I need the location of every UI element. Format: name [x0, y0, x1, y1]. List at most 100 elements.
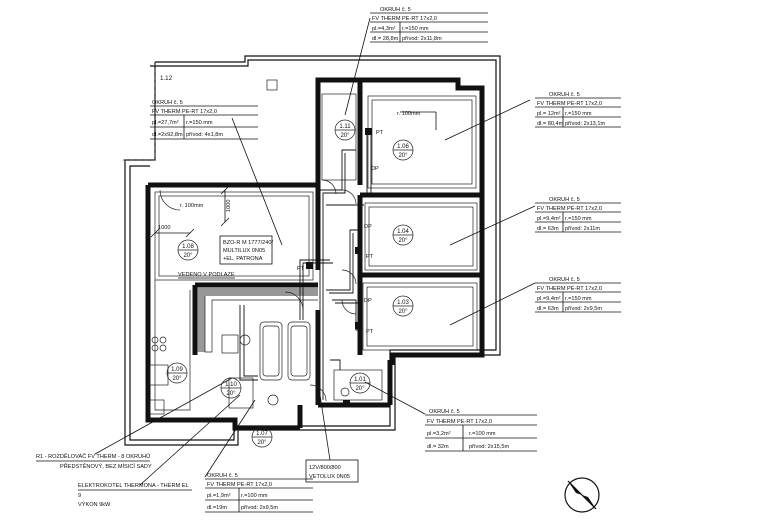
circuit-area: pl.=4,3m²: [372, 26, 396, 32]
circuit-pipe-spec: FV THERM PE-RT 17x2,0: [537, 206, 602, 212]
circuit-pipe-spec: FV THERM PE-RT 17x2,0: [537, 286, 602, 292]
room-badge-1-11: 1.11 20°: [334, 119, 356, 141]
room-temp: 20°: [172, 376, 182, 382]
room-badge-1-10: 1.10 20°: [220, 377, 242, 399]
circuit-area: pl.=3,2m²: [427, 431, 451, 437]
floor-routing-note: VEDENO V PODLAZE: [178, 272, 235, 278]
distributor-markers: [306, 128, 372, 407]
room-number: 1.04: [397, 229, 409, 235]
ventilation-spec-line-1: 12V/800/800: [309, 465, 341, 471]
circuit-title: OKRUH č. 5: [549, 277, 580, 283]
legend-boiler-line-2: 9: [78, 493, 81, 499]
legend-boiler: ELEKTROKOTEL THERMONA - THERM EL 9 VÝKON…: [78, 483, 192, 508]
circuit-pipe-spec: FV THERM PE-RT 17x2,0: [427, 419, 492, 425]
legend-distributor-line-2: PŘEDSTĚNOVÝ, BEZ MÍSICÍ SADY: [60, 462, 152, 470]
dp-marker-3: DP: [364, 298, 372, 304]
circuit-length: dl.= 63m: [537, 306, 559, 312]
boiler-tank-box: BZO-R M 1777/240/ MULTILUX 0N05 +EL. PAT…: [219, 235, 274, 265]
circuit-pipe-spec: FV THERM PE-RT 17x2,0: [372, 16, 437, 22]
ventilation-box: 12V/800/800 VETOLUX 0N05: [305, 459, 359, 483]
room-number: 1.03: [397, 300, 409, 306]
room-temp: 20°: [398, 238, 408, 244]
circuit-area: pl.=9,4m²: [537, 296, 561, 302]
circuit-pipe-spec: FV THERM PE-RT 17x2,0: [152, 109, 217, 115]
circuit-title: OKRUH č. 5: [207, 473, 238, 479]
circuit-box-3: OKRUH č. 5 FV THERM PE-RT 17x2,0 pl.= 12…: [535, 92, 621, 128]
circuit-box-7: OKRUH č. 5 FV THERM PE-RT 17x2,0 pl.=1,9…: [205, 473, 313, 513]
room-number: 1.11: [339, 124, 351, 130]
ventilation-spec-line-2: VETOLUX 0N05: [309, 474, 350, 480]
legend-boiler-line-1: ELEKTROKOTEL THERMONA - THERM EL: [78, 483, 189, 489]
circuit-area: pl.=1,9m²: [207, 493, 231, 499]
legend-boiler-line-3: VÝKON 9kW: [78, 501, 111, 508]
radius-label-top: r. 100mm: [397, 111, 421, 117]
room-badge-1-08: 1.08 20°: [177, 239, 199, 261]
room-number: 1.09: [171, 367, 183, 373]
room-badge-1-04: 1.04 20°: [392, 224, 414, 246]
tank-spec-line-3: +EL. PATRONA: [223, 256, 263, 262]
circuit-spacing: r.=150 mm: [565, 296, 592, 302]
circuit-length: dl.= 63m: [537, 226, 559, 232]
dimension-1000-horizontal: 1000: [158, 225, 170, 231]
circuit-box-1: OKRUH č. 5 FV THERM PE-RT 17x2,0 pl.=4,3…: [370, 7, 488, 43]
circuit-length: dl.= 32m: [427, 444, 449, 450]
radius-label-left: r. 100mm: [180, 203, 204, 209]
heating-loops: [154, 93, 478, 411]
room-number: 1.10: [225, 382, 237, 388]
dp-marker-2: DP: [364, 224, 372, 230]
room-number: 1.07: [256, 431, 268, 437]
room-number: 1.01: [354, 377, 366, 383]
legend-distributor: R1 - ROZDĚLOVAČ FV THERM - 8 OKRUHŮ PŘED…: [36, 452, 152, 470]
room-number: 1.06: [397, 144, 409, 150]
room-badge-1-06: 1.06 20°: [392, 139, 414, 161]
circuit-supply: přívod: 2x9,5m: [565, 306, 602, 312]
circuit-box-6: OKRUH č. 5 FV THERM PE-RT 17x2,0 pl.=3,2…: [425, 409, 537, 452]
circuit-supply: přívod: 2x9,5m: [241, 505, 278, 511]
circuit-title: OKRUH č. 5: [549, 197, 580, 203]
pt-marker-3: PT: [366, 329, 374, 335]
room-temp: 20°: [340, 133, 350, 139]
circuit-box-5: OKRUH č. 5 FV THERM PE-RT 17x2,0 pl.=9,4…: [535, 277, 621, 313]
room-temp: 20°: [355, 386, 365, 392]
circuit-title: OKRUH č. 5: [429, 409, 460, 415]
room-badge-1-07: 1.07 20°: [251, 426, 273, 448]
room-badge-1-01: 1.01 20°: [349, 372, 371, 394]
circuit-supply: přívod: 4x1,8m: [186, 132, 223, 138]
circuit-title: OKRUH č. 5: [549, 92, 580, 98]
circuit-box-4: OKRUH č. 5 FV THERM PE-RT 17x2,0 pl.=9,4…: [535, 197, 621, 233]
circuit-pipe-spec: FV THERM PE-RT 17x2,0: [207, 482, 272, 488]
room-badge-1-09: 1.09 20°: [166, 362, 188, 384]
circuit-length: dl.=2x92,8m: [152, 132, 183, 138]
room-temp: 20°: [183, 253, 193, 259]
circuit-length: dl.= 28,8m: [372, 36, 399, 42]
door-swings: [159, 179, 357, 402]
circuit-title: OKRUH č. 5: [152, 100, 183, 106]
legend-distributor-line-1: R1 - ROZDĚLOVAČ FV THERM - 8 OKRUHŮ: [36, 452, 150, 460]
circuit-spacing: r.=150 mm: [565, 216, 592, 222]
pt-marker-1: PT: [297, 266, 305, 272]
pt-marker-4: PT: [376, 130, 384, 136]
room-label-1-12: 1.12: [160, 75, 173, 82]
room-temp: 20°: [257, 440, 267, 446]
dp-marker-1: DP: [371, 166, 379, 172]
circuit-area: pl.= 12m²: [537, 111, 561, 117]
circuit-box-2: OKRUH č. 5 FV THERM PE-RT 17x2,0 pl.=27,…: [150, 100, 258, 140]
dimension-lines: [150, 111, 437, 238]
circuit-supply: přívod: 2x13,1m: [565, 121, 605, 127]
kitchen-counter: [197, 288, 318, 353]
room-temp: 20°: [398, 153, 408, 159]
room-number: 1.08: [182, 244, 194, 250]
circuit-supply: přívod: 2x11m: [565, 226, 600, 232]
bathroom-fixtures: [149, 321, 350, 415]
circuit-title: OKRUH č. 5: [380, 7, 411, 13]
tank-spec-line-2: MULTILUX 0N05: [223, 248, 265, 254]
circuit-area: pl.=9,4m²: [537, 216, 561, 222]
circuit-spacing: r.=150 mm: [402, 26, 429, 32]
circuit-spacing: r.=150 mm: [186, 120, 213, 126]
room-temp: 20°: [398, 309, 408, 315]
circuit-pipe-spec: FV THERM PE-RT 17x2,0: [537, 101, 602, 107]
room-badge-1-03: 1.03 20°: [392, 295, 414, 317]
circuit-spacing: r.=100 mm: [469, 431, 496, 437]
tank-spec-line-1: BZO-R M 1777/240/: [223, 240, 274, 246]
